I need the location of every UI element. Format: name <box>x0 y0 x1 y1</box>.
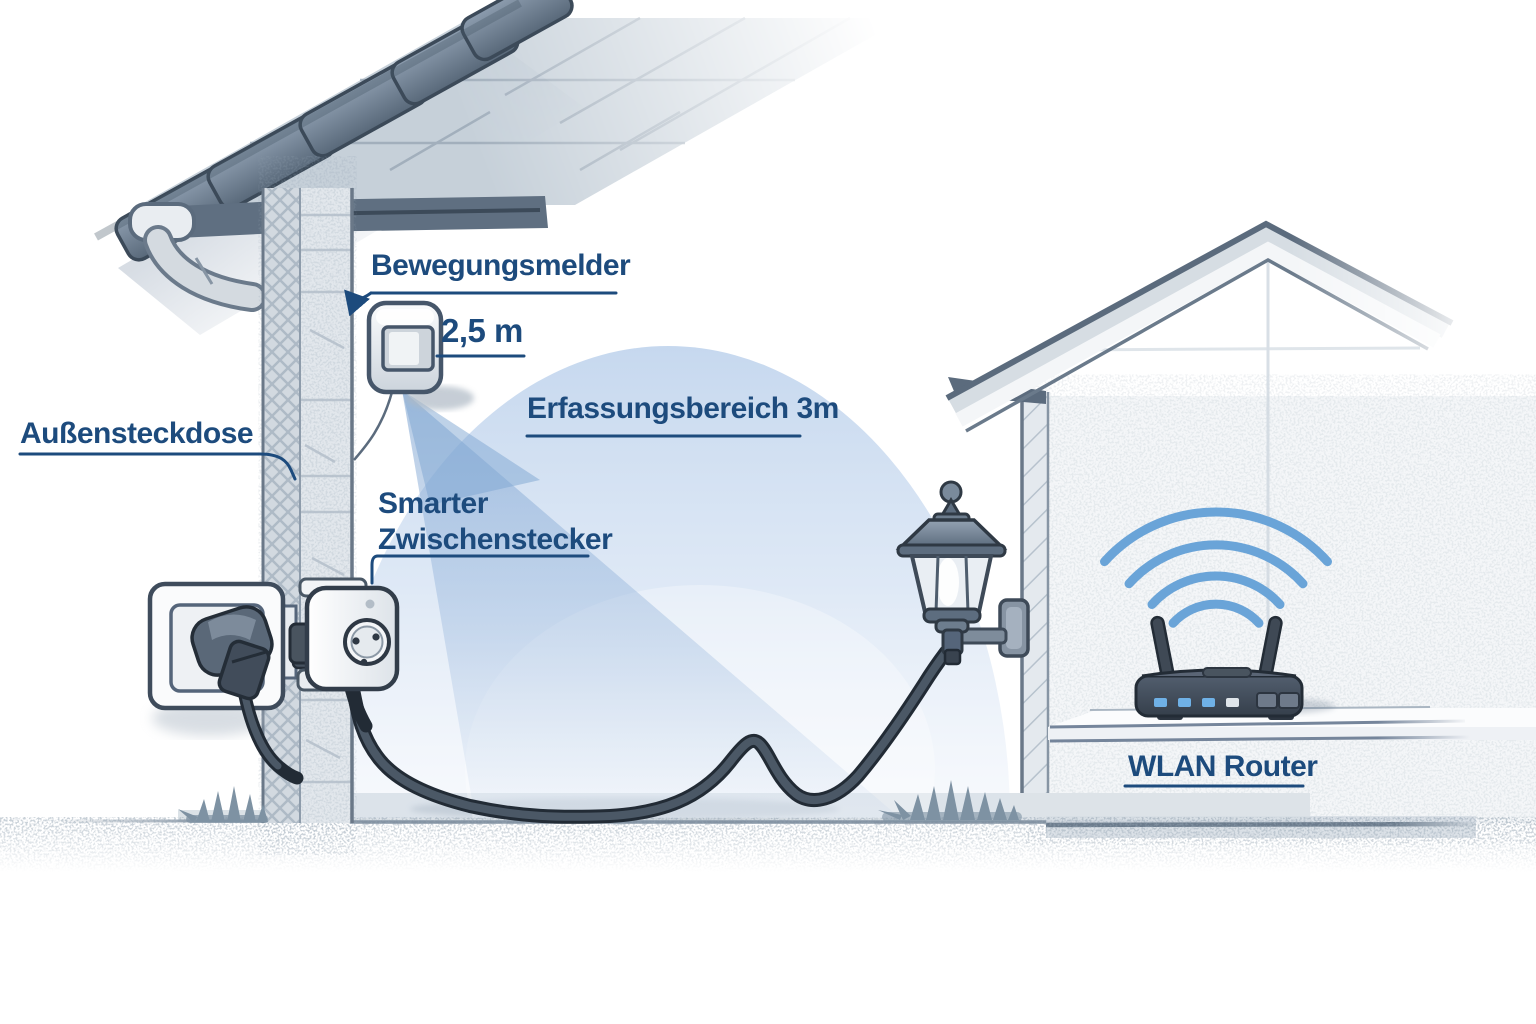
router-leds <box>1154 698 1239 707</box>
grass-right <box>878 780 1022 822</box>
leader-lines <box>18 289 1305 788</box>
ground-cable <box>345 645 953 824</box>
wifi-waves <box>1100 507 1332 628</box>
roof-fascia <box>94 0 522 241</box>
smart-plug <box>288 577 400 733</box>
bewegungsmelder-leader <box>344 289 373 317</box>
zwischenstecker-label-line2: Zwischenstecker <box>378 523 613 556</box>
wlan-router-label: WLAN Router <box>1128 750 1318 783</box>
zwischenstecker-leader <box>370 554 380 585</box>
motion-detector-cable <box>353 391 394 461</box>
bewegungsmelder-label: Bewegungsmelder <box>371 249 631 282</box>
downspout <box>143 225 267 312</box>
power-plug <box>190 605 304 785</box>
wall-post <box>261 188 354 823</box>
grass-left <box>178 786 268 823</box>
wlan-router <box>1134 615 1304 720</box>
erfassungsbereich-label: Erfassungsbereich 3m <box>527 392 839 425</box>
zwischenstecker-label-line1: Smarter <box>378 487 488 520</box>
zwischenstecker-label: Smarter Zwischenstecker <box>378 486 613 558</box>
mounting-height-label: 2,5 m <box>441 312 523 349</box>
motion-detector <box>353 300 474 461</box>
aussensteckdose-label: Außensteckdose <box>20 417 254 450</box>
detection-beam <box>402 390 900 818</box>
outdoor-lantern <box>895 480 1030 666</box>
house-roof <box>945 220 1454 433</box>
aussensteckdose-underline-leader <box>18 452 297 481</box>
